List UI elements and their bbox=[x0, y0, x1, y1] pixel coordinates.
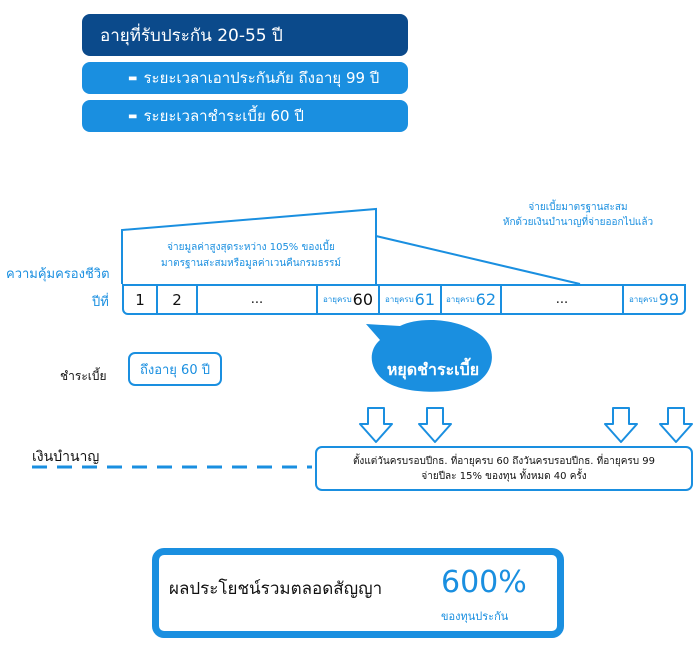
down-arrow-icon bbox=[604, 407, 638, 443]
year-label: ปีที่ bbox=[92, 295, 109, 310]
bullet-icon: ▬ bbox=[128, 72, 138, 84]
down-arrow-icon bbox=[359, 407, 393, 443]
cell-age-99: อายุครบ 99 bbox=[624, 286, 684, 313]
cell-age-60: อายุครบ 60 bbox=[318, 286, 380, 313]
cell-ellipsis-2: ... bbox=[502, 286, 624, 313]
payment-period-text: ระยะเวลาชำระเบี้ย 60 ปี bbox=[143, 107, 304, 125]
down-arrow-icon bbox=[659, 407, 693, 443]
cell-age-62-prefix: อายุครบ bbox=[445, 295, 475, 304]
total-benefit-sub: ของทุนประกัน bbox=[441, 610, 509, 623]
cell-age-99-value: 99 bbox=[658, 290, 680, 309]
cell-age-61: อายุครบ 61 bbox=[380, 286, 442, 313]
total-benefit-label: ผลประโยชน์รวมตลอดสัญญา bbox=[169, 579, 383, 599]
age-range-banner: อายุที่รับประกัน 20-55 ปี bbox=[82, 14, 408, 56]
cell-age-99-prefix: อายุครบ bbox=[628, 295, 658, 304]
cell-year-1-text: 1 bbox=[135, 290, 145, 309]
pension-detail-box: ตั้งแต่วันครบรอบปีกธ. ที่อายุครบ 60 ถึงว… bbox=[315, 446, 693, 491]
cell-ellipsis-2-text: ... bbox=[555, 292, 569, 307]
cell-age-61-prefix: อายุครบ bbox=[384, 295, 414, 304]
coverage-note: จ่ายมูลค่าสูงสุดระหว่าง 105% ของเบี้ย มา… bbox=[160, 242, 342, 269]
premium-until-text: ถึงอายุ 60 ปี bbox=[139, 362, 210, 378]
cell-year-2: 2 bbox=[158, 286, 198, 313]
pension-label: เงินบำนาญ bbox=[32, 449, 100, 465]
total-benefit-box: ผลประโยชน์รวมตลอดสัญญา 600% ของทุนประกัน bbox=[152, 548, 564, 638]
side-note: จ่ายเบี้ยมาตรฐานสะสม หักด้วยเงินบำนาญที่… bbox=[502, 202, 654, 228]
year-cells-row: 1 2 ... อายุครบ 60 อายุครบ 61 อายุครบ 62… bbox=[122, 284, 686, 315]
pension-detail-line-1: ตั้งแต่วันครบรอบปีกธ. ที่อายุครบ 60 ถึงว… bbox=[352, 455, 656, 467]
stop-paying-bubble-shape bbox=[366, 320, 492, 392]
coverage-period-text: ระยะเวลาเอาประกันภัย ถึงอายุ 99 ปี bbox=[143, 69, 380, 87]
total-benefit-percent: 600% bbox=[441, 565, 527, 600]
premium-until-box: ถึงอายุ 60 ปี bbox=[128, 352, 222, 386]
cell-age-60-prefix: อายุครบ bbox=[322, 295, 352, 304]
cell-year-1: 1 bbox=[124, 286, 158, 313]
down-arrow-icon bbox=[418, 407, 452, 443]
cell-age-62: อายุครบ 62 bbox=[442, 286, 502, 313]
age-range-text: อายุที่รับประกัน 20-55 ปี bbox=[100, 25, 283, 46]
payment-period-banner: ▬ ระยะเวลาชำระเบี้ย 60 ปี bbox=[82, 100, 408, 132]
cell-year-2-text: 2 bbox=[172, 290, 182, 309]
cell-ellipsis-1-text: ... bbox=[250, 292, 264, 307]
bullet-icon: ▬ bbox=[128, 110, 138, 122]
life-cover-label: ความคุ้มครองชีวิต bbox=[6, 267, 110, 282]
cell-age-60-value: 60 bbox=[352, 290, 374, 309]
cell-age-61-value: 61 bbox=[414, 290, 436, 309]
stop-paying-text: หยุดชำระเบี้ย bbox=[386, 360, 480, 379]
premium-label: ชำระเบี้ย bbox=[60, 369, 107, 383]
coverage-period-banner: ▬ ระยะเวลาเอาประกันภัย ถึงอายุ 99 ปี bbox=[82, 62, 408, 94]
pension-detail-line-2: จ่ายปีละ 15% ของทุน ทั้งหมด 40 ครั้ง bbox=[421, 470, 587, 482]
cell-age-62-value: 62 bbox=[475, 290, 497, 309]
cell-ellipsis-1: ... bbox=[198, 286, 318, 313]
